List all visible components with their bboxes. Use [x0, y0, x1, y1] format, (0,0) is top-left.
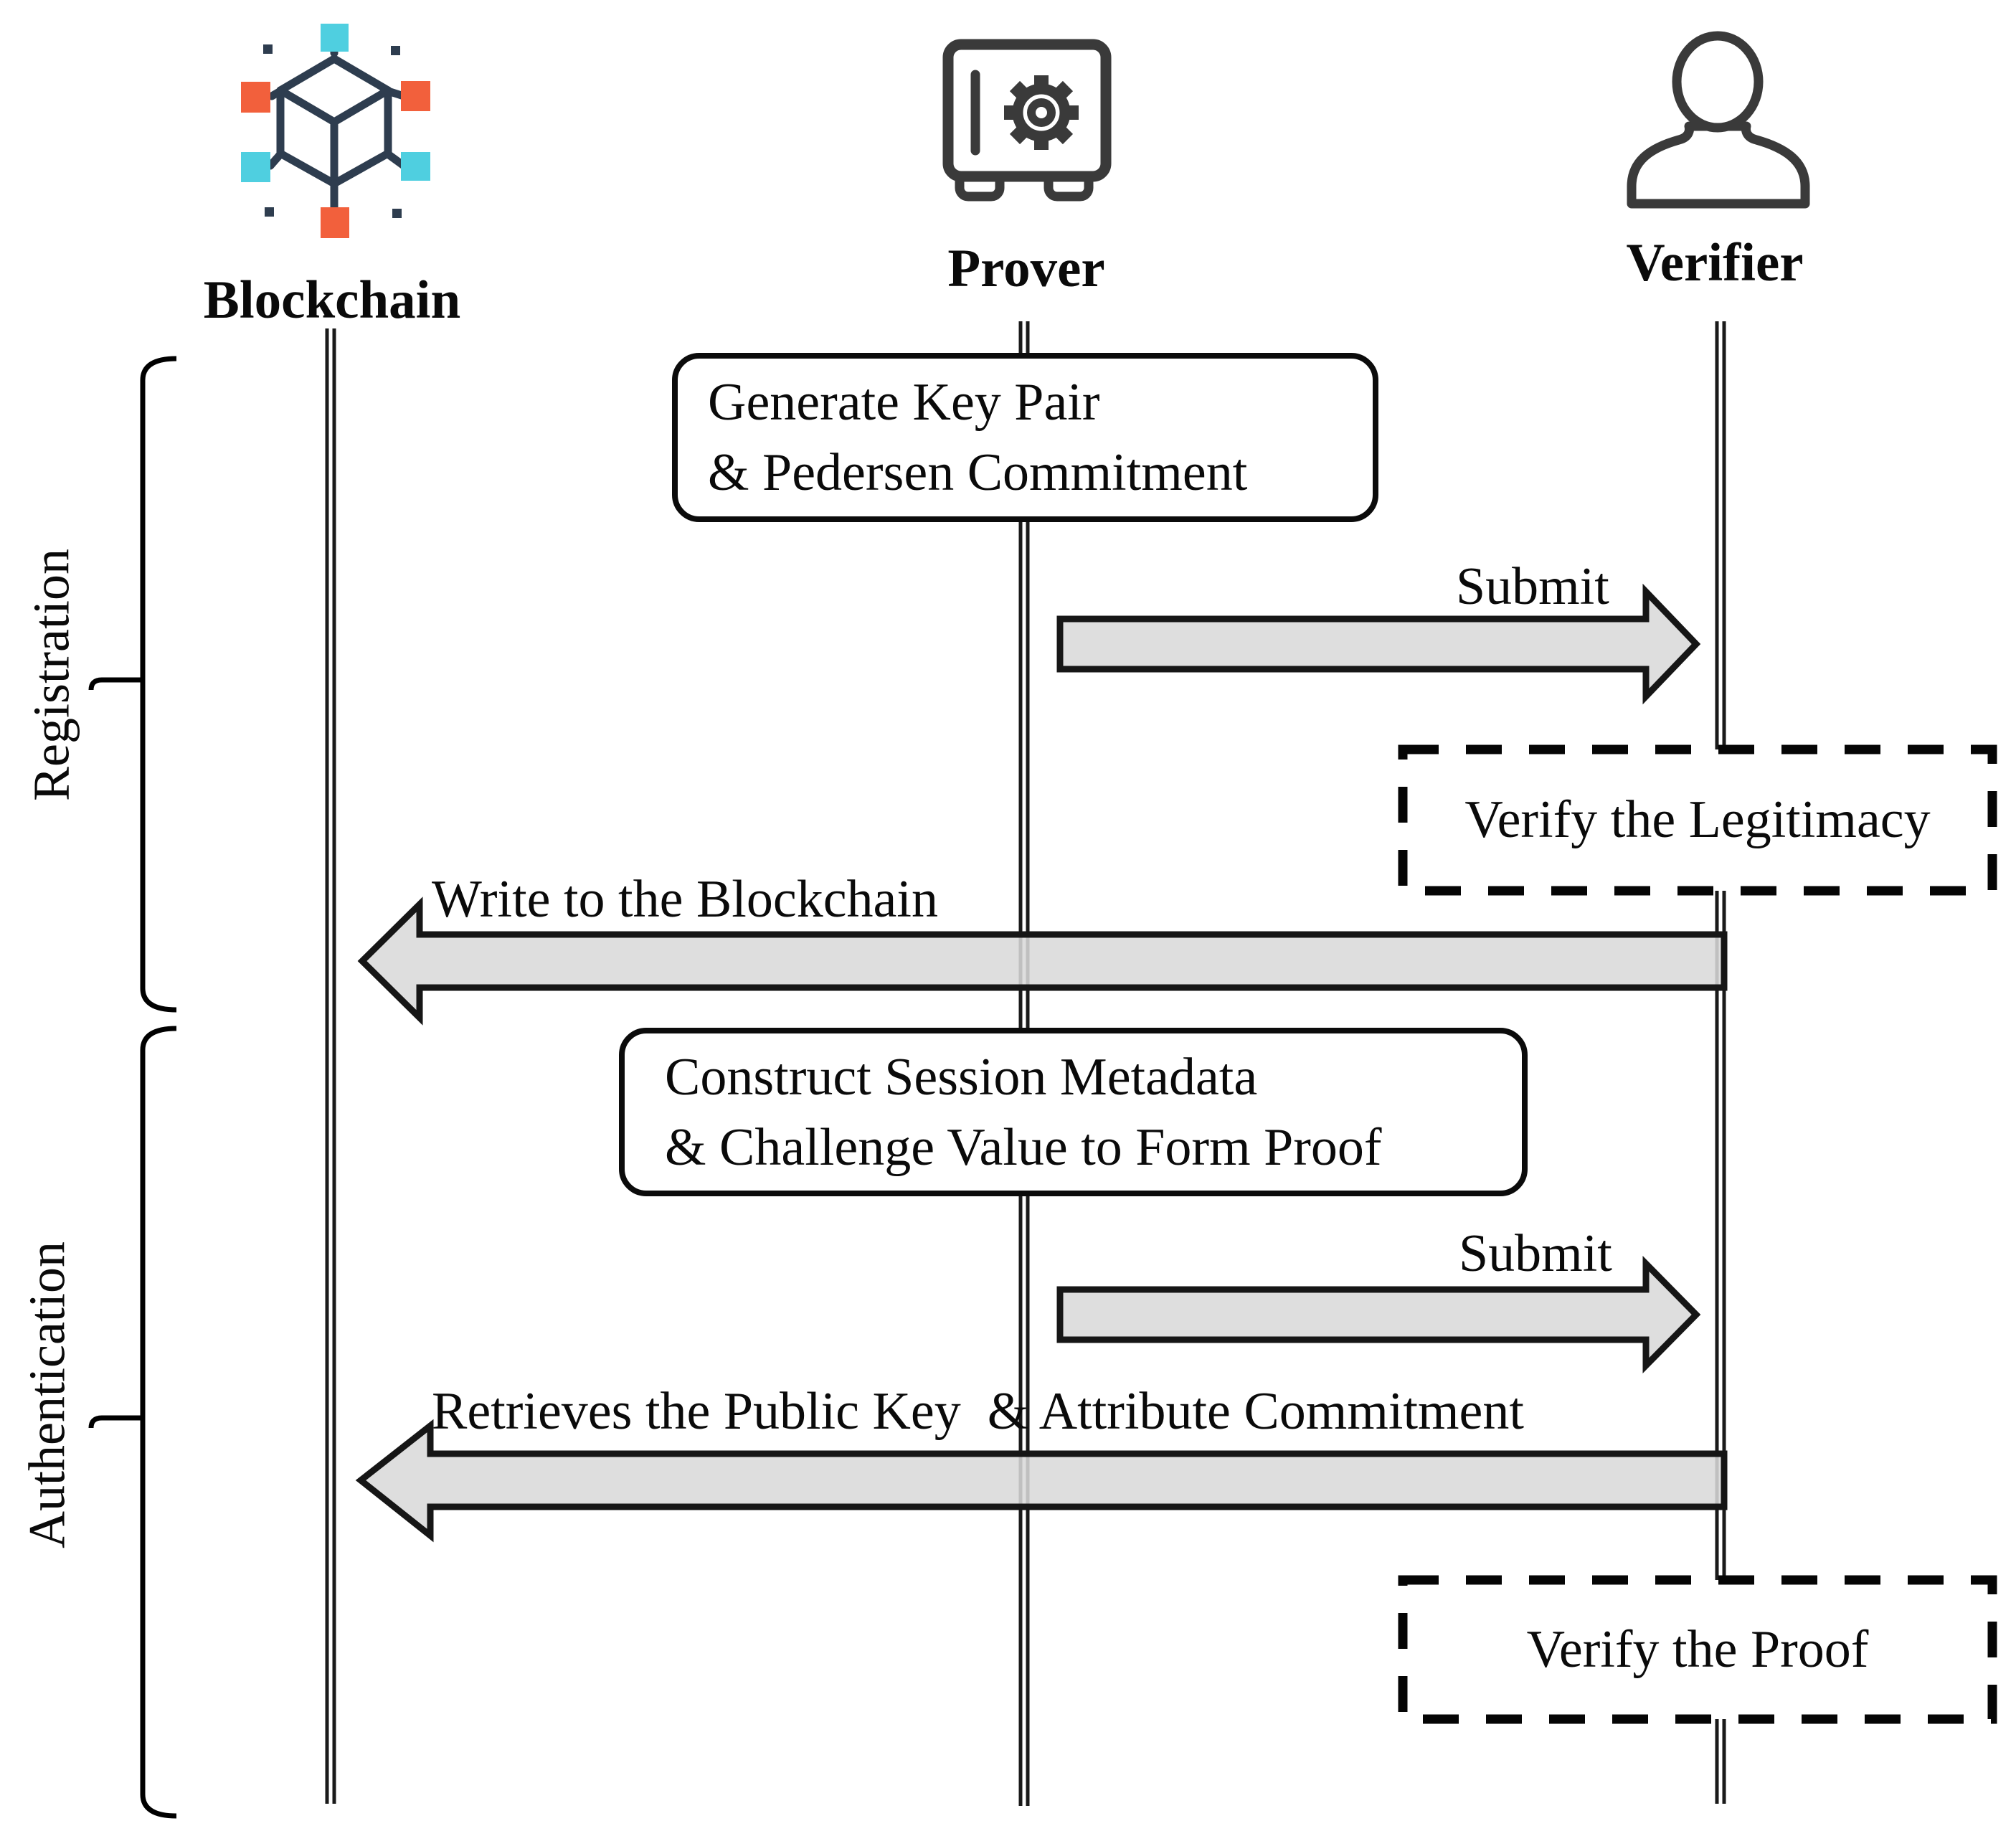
node-square-right-orange: [401, 81, 430, 111]
process-box-line: Verify the Legitimacy: [1464, 790, 1931, 849]
process-box-line: Verify the Proof: [1526, 1619, 1869, 1679]
lifeline-blockchain: [325, 328, 336, 1804]
process-box-generate-keypair: Generate Key Pair & Pedersen Commitment: [672, 353, 1378, 522]
phase-label-registration: Registration: [22, 549, 80, 801]
phase-label-authentication: Authentication: [18, 1241, 76, 1548]
message-label-write-to-blockchain: Write to the Blockchain: [432, 870, 938, 929]
node-square-bottomleft-cyan: [241, 152, 270, 182]
message-label-submit-registration: Submit: [1456, 557, 1609, 616]
process-box-verify-proof: Verify the Proof: [1403, 1580, 1992, 1719]
message-label-submit-proof: Submit: [1459, 1224, 1612, 1283]
actor-label-blockchain: Blockchain: [203, 270, 461, 330]
person-head: [1672, 31, 1764, 133]
actor-label-verifier: Verifier: [1626, 233, 1804, 293]
corner-dots: [263, 44, 402, 218]
node-square-left-orange: [241, 82, 270, 113]
blockchain-icon: [241, 24, 430, 238]
process-box-line: & Pedersen Commitment: [708, 443, 1248, 502]
node-square-bottomright-cyan: [401, 152, 430, 181]
arrow-write-to-blockchain: [357, 896, 1728, 1026]
process-box-line: & Challenge Value to Form Proof: [665, 1117, 1382, 1177]
arrow-submit-proof: [1056, 1256, 1701, 1373]
prover-safe-icon: [942, 39, 1112, 202]
gear-hub: [1027, 98, 1056, 127]
arrow-retrieve-key: [355, 1419, 1728, 1543]
message-label-retrieve-key: Retrieves the Public Key & Attribute Com…: [432, 1382, 1524, 1441]
cube-inner-edges: [276, 86, 392, 188]
dashed-box-verify-legitimacy: [1398, 744, 1997, 896]
process-box-line: Construct Session Metadata: [665, 1047, 1258, 1107]
process-box-line: Generate Key Pair: [708, 373, 1100, 432]
process-box-verify-legitimacy: Verify the Legitimacy: [1403, 749, 1992, 891]
phase-bracket-registration: [88, 356, 177, 1013]
node-square-top-cyan: [321, 24, 349, 52]
gear-icon: [1004, 75, 1079, 150]
verifier-person-icon: [1627, 31, 1810, 209]
arrow-submit-registration: [1056, 583, 1701, 705]
lifeline-verifier: [1715, 321, 1726, 1804]
person-shoulders: [1627, 121, 1810, 209]
phase-bracket-authentication: [88, 1026, 177, 1819]
actor-label-prover: Prover: [947, 239, 1105, 298]
dashed-box-verify-proof: [1398, 1575, 1997, 1724]
node-square-bottom-orange: [321, 207, 349, 238]
process-box-construct-proof: Construct Session Metadata & Challenge V…: [619, 1028, 1528, 1196]
